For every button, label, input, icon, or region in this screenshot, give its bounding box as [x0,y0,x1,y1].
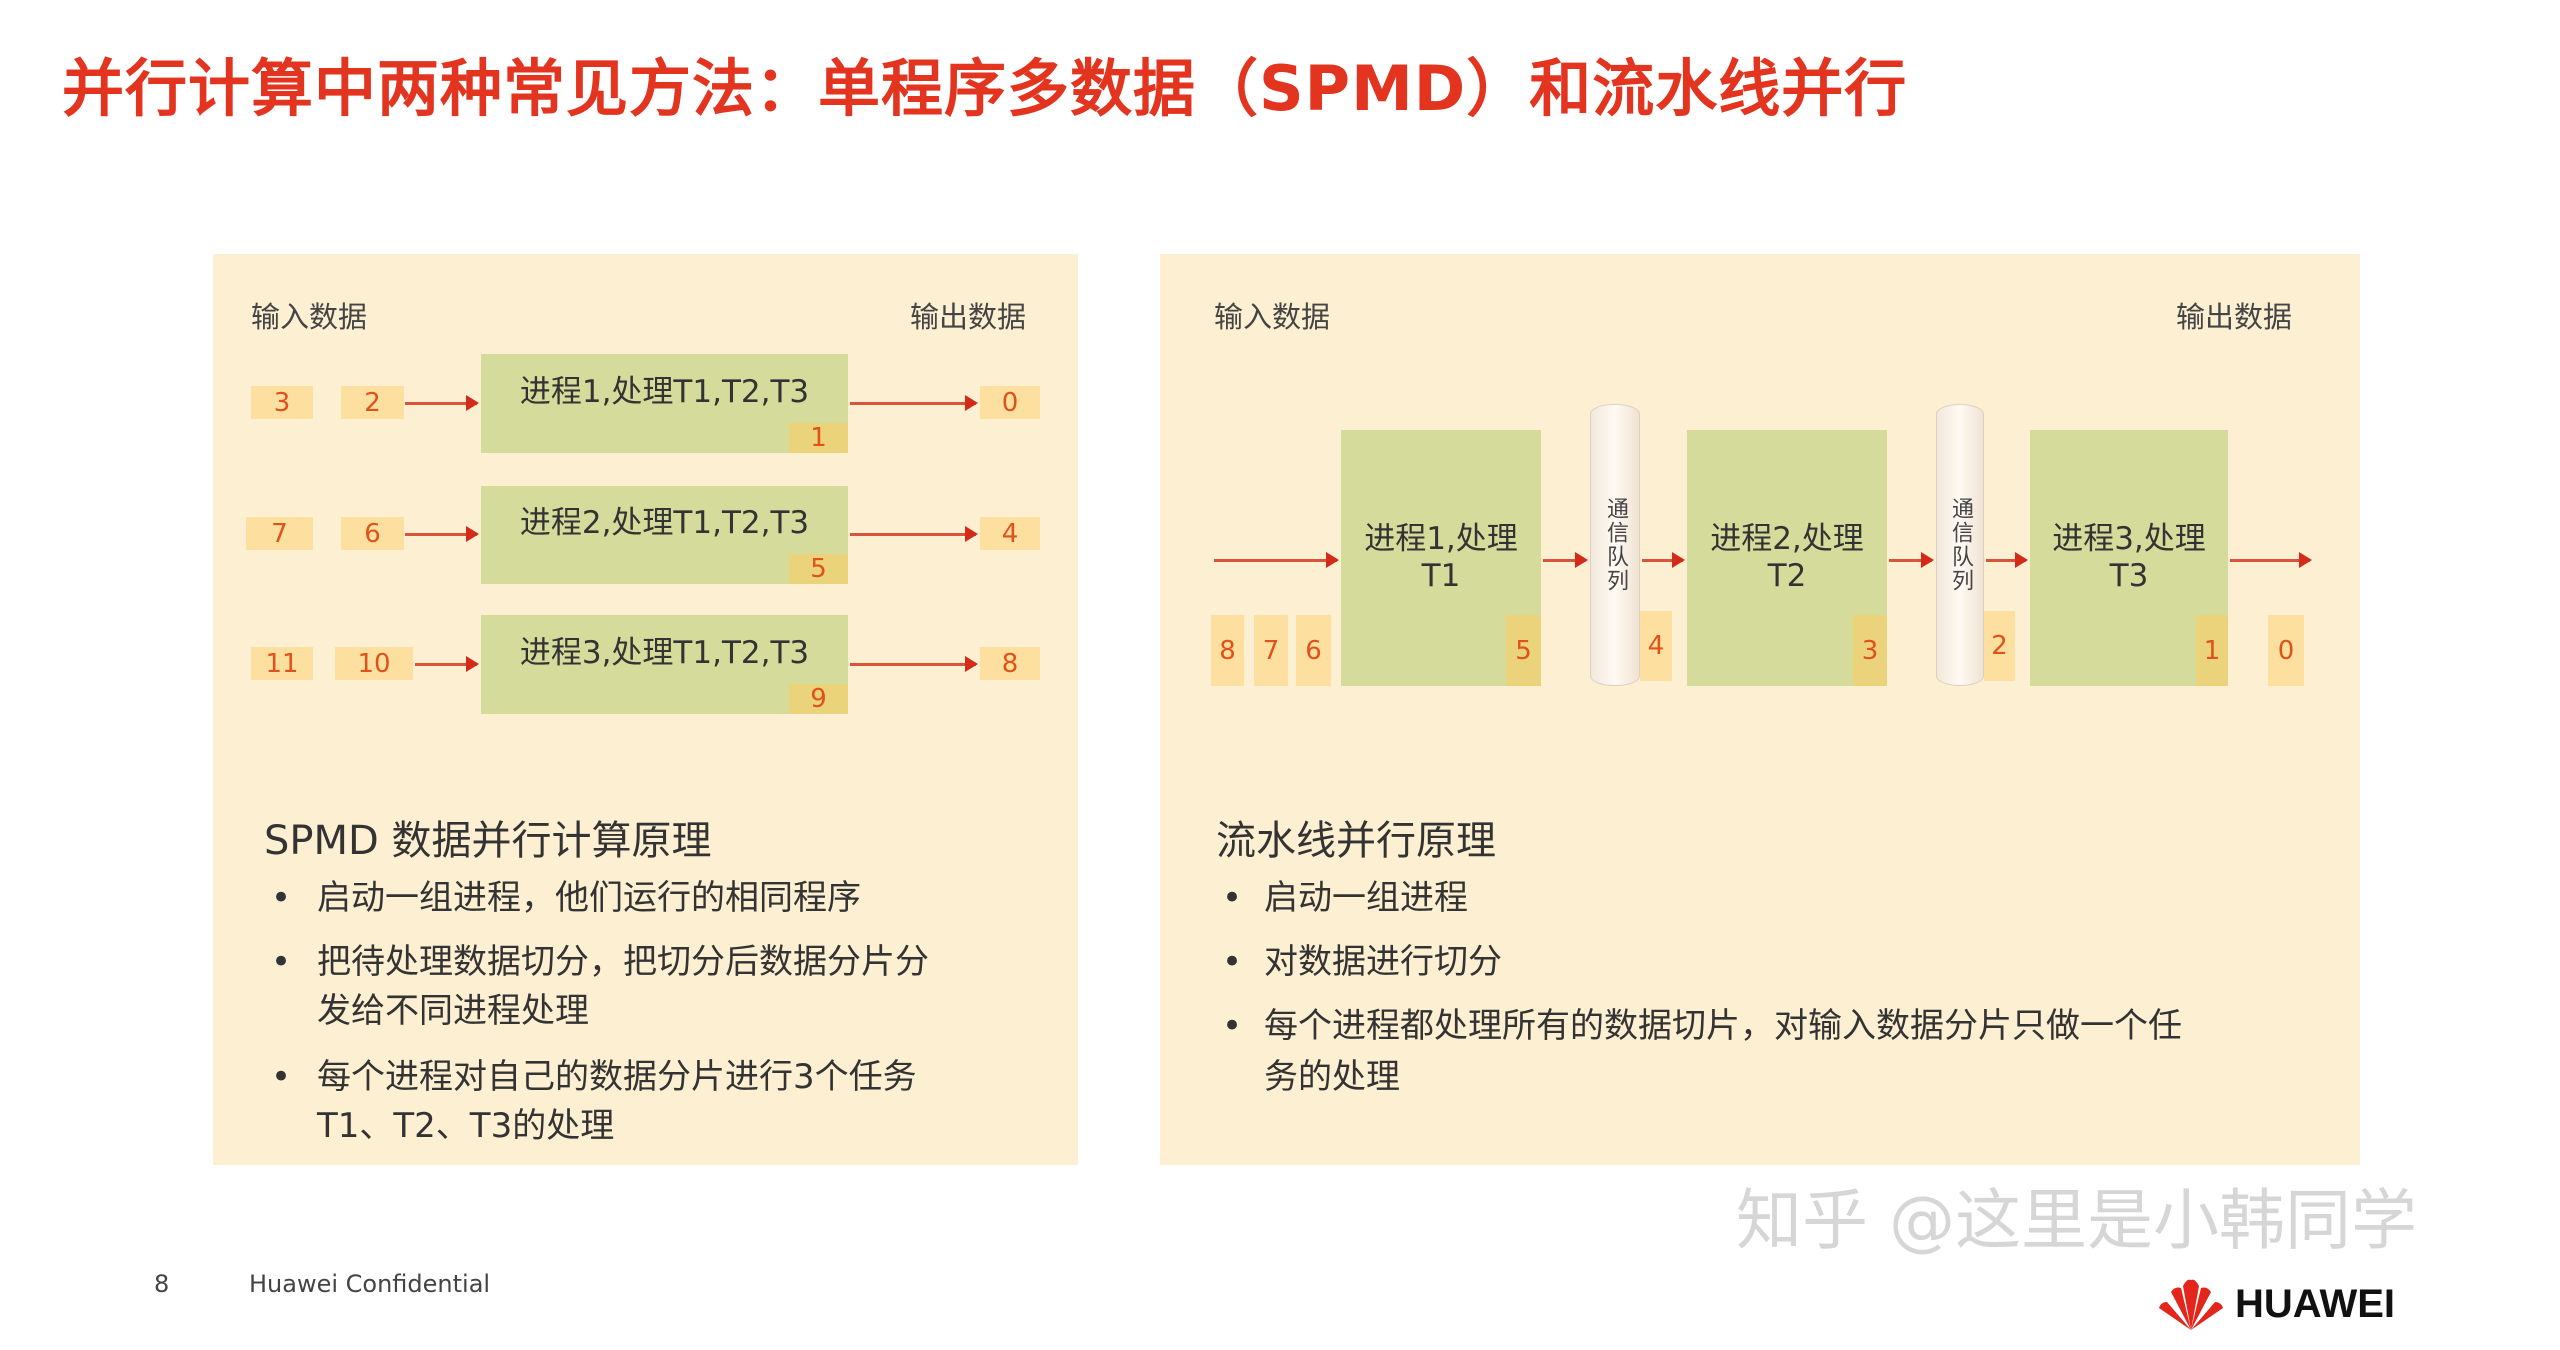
current-chunk-tab: 1 [789,423,848,453]
spmd-bullet: • 启动一组进程，他们运行的相同程序 [271,873,861,923]
huawei-flower-icon [2159,1279,2223,1330]
spmd-process-box: 进程3,处理T1,T2,T3 [481,615,848,714]
arrow-right [405,395,479,411]
arrow-right [1214,552,1339,568]
bullet-dot: • [271,1057,292,1097]
spmd-input-box: 3 [251,386,313,419]
queue-label: 通信队列 [1948,497,1973,593]
pipeline-output-box: 0 [2268,615,2304,686]
bullet-text: 对数据进行切分 [1264,942,1502,982]
spmd-bullet-cont: 发给不同进程处理 [317,991,589,1031]
queue-label: 通信队列 [1603,497,1628,593]
watermark: 知乎 @这里是小韩同学 [1736,1182,2417,1259]
pipeline-bullet: • 每个进程都处理所有的数据切片，对输入数据分片只做一个任 [1222,1001,2182,1051]
bullet-dot: • [1222,942,1243,982]
pipeline-input-box: 6 [1296,615,1331,686]
bullet-dot: • [271,878,292,918]
spmd-process-box: 进程1,处理T1,T2,T3 [481,354,848,453]
pipeline-input-box: 8 [1211,615,1244,686]
bullet-text: 把待处理数据切分，把切分后数据分片分 [317,942,929,982]
bullet-dot: • [271,942,292,982]
bullet-text: 每个进程对自己的数据分片进行3个任务 [317,1057,917,1097]
spmd-input-box: 2 [341,386,404,419]
confidential-label: Huawei Confidential [249,1270,491,1298]
spmd-input-box: 10 [335,647,413,680]
process-label: 进程1,处理T1,T2,T3 [519,373,810,410]
current-chunk-tab: 5 [789,554,848,584]
spmd-bullet: • 把待处理数据切分，把切分后数据分片分 [271,937,929,987]
spmd-output-box: 8 [980,647,1040,680]
spmd-input-box: 6 [341,517,404,550]
arrow-right [1543,552,1588,568]
current-chunk-tab: 9 [789,684,848,714]
spmd-input-box: 7 [246,517,313,550]
arrow-right [2230,552,2312,568]
pipeline-panel [1160,254,2360,1165]
process-label: 进程2,处理T1,T2,T3 [519,505,810,542]
huawei-logo-text: HUAWEI [2235,1282,2395,1326]
pipeline-bullet: • 启动一组进程 [1222,873,1468,923]
spmd-bullet-cont: T1、T2、T3的处理 [317,1106,615,1146]
arrow-right [850,395,978,411]
spmd-output-label: 输出数据 [910,300,1027,334]
spmd-output-box: 4 [980,517,1040,550]
queue-item-box: 2 [1984,611,2015,681]
pipeline-heading: 流水线并行原理 [1216,818,1496,864]
spmd-output-box: 0 [980,386,1040,419]
current-chunk-tab: 5 [1506,615,1541,686]
bullet-text: 每个进程都处理所有的数据切片，对输入数据分片只做一个任 [1264,1006,2182,1046]
current-chunk-tab: 3 [1853,615,1887,686]
spmd-input-box: 11 [251,647,313,680]
spmd-process-box: 进程2,处理T1,T2,T3 [481,486,848,584]
pipeline-input-box: 7 [1254,615,1288,686]
process-label: 进程3,处理T1,T2,T3 [519,634,810,671]
arrow-right [405,526,479,542]
pipeline-bullet: • 对数据进行切分 [1222,937,1502,987]
bullet-text: 启动一组进程 [1264,878,1468,918]
arrow-right [850,526,978,542]
queue-item-box: 4 [1640,611,1672,681]
pipeline-bullet-cont: 务的处理 [1264,1057,1400,1097]
pipeline-output-label: 输出数据 [2176,300,2293,334]
current-chunk-tab: 1 [2196,615,2228,686]
arrow-right [1889,552,1934,568]
arrow-right [1642,552,1685,568]
page-number: 8 [154,1270,170,1298]
huawei-logo: HUAWEI [2153,1276,2395,1332]
communication-queue-cylinder: 通信队列 [1590,404,1640,686]
communication-queue-cylinder: 通信队列 [1936,404,1984,686]
arrow-right [850,656,978,672]
spmd-input-label: 输入数据 [251,300,368,334]
pipeline-input-label: 输入数据 [1214,300,1331,334]
spmd-bullet: • 每个进程对自己的数据分片进行3个任务 [271,1052,917,1102]
slide-title: 并行计算中两种常见方法：单程序多数据（SPMD）和流水线并行 [62,52,1908,125]
arrow-right [415,656,479,672]
spmd-heading: SPMD 数据并行计算原理 [264,818,712,864]
bullet-text: 启动一组进程，他们运行的相同程序 [317,878,861,918]
bullet-dot: • [1222,1006,1243,1046]
bullet-dot: • [1222,878,1243,918]
arrow-right [1986,552,2028,568]
